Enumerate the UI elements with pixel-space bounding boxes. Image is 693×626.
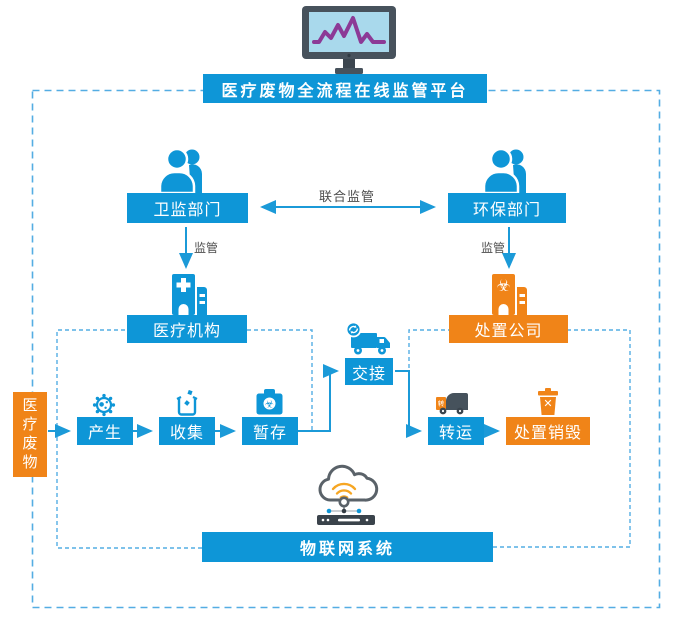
inner-dashed-left [56, 329, 313, 549]
platform-title-banner: 医疗废物全流程在线监管平台 [203, 74, 487, 103]
flow-step-handover: 交接 [345, 358, 393, 385]
truck-char-glyph: 转 [438, 399, 445, 408]
health-dept-people-icon [158, 148, 203, 193]
biohazard-glyph: ☣ [496, 276, 510, 295]
iot-system-text: 物联网系统 [299, 539, 395, 558]
platform-title: 医疗废物全流程在线监管平台 [221, 80, 469, 100]
transfer-text: 转运 [438, 423, 473, 442]
disposal-company-text: 处置公司 [474, 321, 543, 340]
env-dept-people-icon [482, 148, 527, 193]
env-dept-text: 环保部门 [472, 200, 541, 219]
flow-step-produce: 产生 [77, 417, 133, 445]
biohazard-glyph: ☣ [265, 399, 274, 411]
collect-text: 收集 [169, 423, 204, 442]
health-dept-label: 卫监部门 [127, 193, 248, 223]
joint-supervision-label: 联合监管 [318, 190, 375, 205]
handover-text: 交接 [351, 363, 386, 383]
iot-cloud-icon [317, 464, 379, 525]
flow-step-collect: 收集 [159, 417, 215, 445]
medical-waste-source-label: 医疗废物 [13, 392, 47, 477]
medical-institution-text: 医疗机构 [152, 321, 221, 340]
iot-system-banner: 物联网系统 [202, 532, 493, 562]
destroy-text: 处置销毁 [513, 423, 582, 442]
flow-step-store: 暂存 [242, 417, 298, 445]
monitor-icon [302, 6, 396, 74]
destroy-bin-icon: ✕ [538, 388, 558, 415]
flow-step-destroy: 处置销毁 [506, 417, 590, 445]
inner-dashed-right [408, 329, 631, 548]
produce-text: 产生 [87, 423, 122, 442]
store-text: 暂存 [252, 423, 287, 442]
medical-institution-label: 医疗机构 [127, 315, 247, 343]
virus-icon [92, 393, 116, 417]
arrow-store-handover [298, 364, 339, 432]
health-dept-text: 卫监部门 [153, 200, 222, 219]
flow-step-transfer: 转运 [428, 417, 484, 445]
hospital-building-icon [172, 274, 207, 315]
handover-truck-icon [345, 322, 390, 355]
arrow-handover-transfer [395, 370, 422, 438]
disposal-company-label: 处置公司 [449, 315, 568, 343]
disposal-building-icon: ☣ [492, 274, 527, 315]
collect-bin-icon [176, 390, 198, 416]
x-glyph: ✕ [543, 397, 552, 410]
transfer-truck-icon: 转 [436, 393, 468, 415]
supervise-label-left: 监管 [194, 241, 219, 255]
store-case-icon: ☣ [256, 389, 283, 415]
supervise-label-right: 监管 [481, 241, 506, 255]
env-dept-label: 环保部门 [448, 193, 566, 223]
